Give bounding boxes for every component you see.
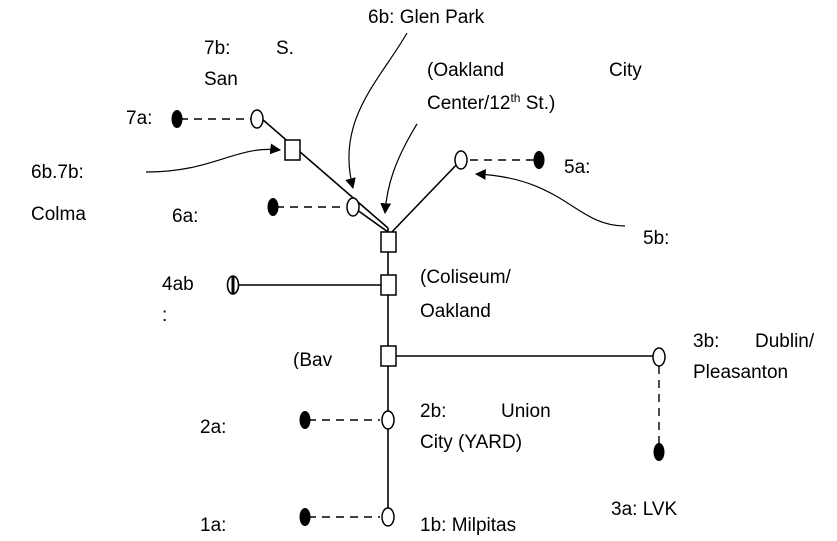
label-5a: 5a: [564, 157, 591, 178]
label-oakland-center: Center/12 [427, 93, 511, 114]
junction-colma [284, 139, 301, 161]
label-5b: 5b: [643, 228, 670, 249]
terminal-6a [267, 198, 279, 216]
label-3b-number: 3b: [693, 331, 720, 352]
label-3b-dublin: Dublin/ [755, 331, 815, 352]
label-7b-number: 7b: [204, 38, 231, 59]
label-oakland-st: St.) [520, 93, 556, 114]
terminal-2a [299, 411, 311, 429]
label-oakland-line1-a: (Oakland [427, 60, 505, 81]
arrow-oakland-city-center [380, 123, 418, 215]
track-upper-right-branch [387, 159, 462, 237]
junction-bay [380, 345, 397, 367]
label-oakland-line1-b: City [609, 60, 642, 81]
label-oakland-sup: th [510, 91, 521, 105]
label-colma: Colma [31, 204, 86, 225]
station-3b [652, 347, 666, 367]
track-upper-left-branch [261, 118, 389, 229]
terminal-7a [171, 110, 183, 128]
label-bay: (Bav [293, 350, 333, 369]
label-2b-union: Union [501, 401, 551, 422]
label-2b-yard: City (YARD) [420, 432, 523, 453]
junction-squares [284, 139, 397, 367]
label-coliseum-oakland: Oakland [420, 301, 491, 322]
station-1b [381, 507, 395, 527]
station-5b [454, 150, 468, 170]
terminal-4ab [226, 275, 240, 295]
label-4ab-colon: : [162, 305, 168, 326]
label-3a-lvk: 3a: LVK [611, 499, 678, 520]
terminal-3a [653, 443, 665, 461]
label-6b-7b: 6b.7b: [31, 162, 84, 183]
label-7b-s: S. [276, 38, 294, 59]
arrow-glen-park [345, 32, 408, 190]
station-2b [381, 410, 395, 430]
label-3b-pleasanton: Pleasanton [693, 362, 789, 383]
terminal-5a [533, 151, 545, 169]
junction-oakland-city-center [380, 231, 397, 253]
label-1a: 1a: [200, 515, 227, 536]
arrow-colma [145, 143, 282, 173]
label-coliseum: (Coliseum/ [420, 267, 511, 288]
label-1b-milpitas: 1b: Milpitas [420, 515, 517, 536]
label-oakland-line2: Center/12th St.) [427, 88, 555, 119]
label-4ab: 4ab [162, 274, 194, 295]
terminal-1a [299, 508, 311, 526]
station-7b [250, 109, 264, 129]
label-2b-number: 2b: [420, 401, 447, 422]
label-6b-glen-park: 6b: Glen Park [368, 7, 485, 28]
label-7a: 7a: [126, 108, 153, 129]
arrow-5b [474, 169, 626, 227]
station-circles [250, 109, 666, 527]
label-6a: 6a: [172, 206, 199, 227]
station-6b [346, 197, 360, 217]
label-2a: 2a: [200, 417, 227, 438]
label-7b-san: San [204, 69, 238, 90]
terminal-dots [171, 110, 665, 526]
junction-coliseum [380, 274, 397, 296]
dashed-spurs [180, 118, 660, 518]
pointer-arrows [145, 32, 626, 227]
